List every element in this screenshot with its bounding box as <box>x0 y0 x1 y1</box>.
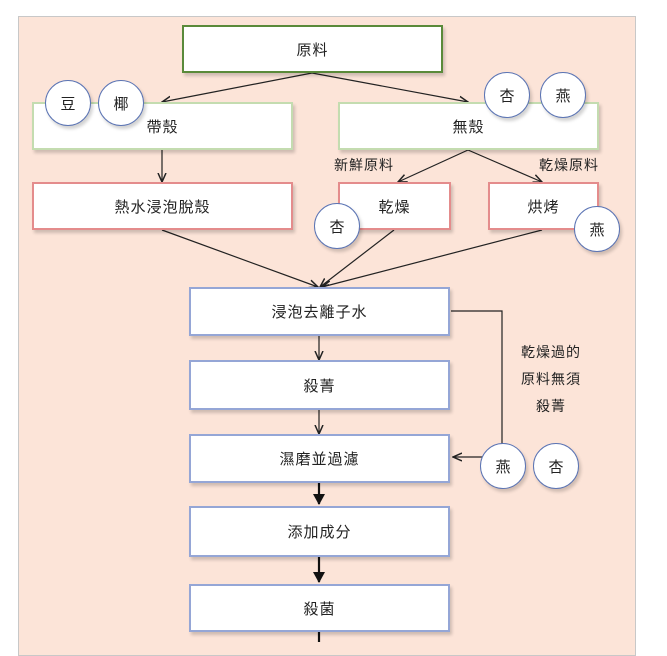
connector-layer <box>0 72 667 642</box>
circle-almond-grind: 杏 <box>533 443 579 489</box>
edge-bypass-to-wet-grind <box>451 310 503 457</box>
circle-bean: 豆 <box>45 80 91 126</box>
bypass-note-line-3: 殺菁 <box>536 399 566 415</box>
node-soak-deionized-water: 浸泡去離子水 <box>189 287 450 336</box>
edge-no-shell-to-dried <box>398 149 469 182</box>
node-raw-material: 原料 <box>182 25 443 73</box>
node-wet-grind-filter: 濕磨並過濾 <box>189 434 450 483</box>
circle-oat-no-shell: 燕 <box>540 72 586 118</box>
edge-label-dried-raw: 乾燥原料 <box>539 158 599 174</box>
edge-roasted-to-soak-di <box>322 229 543 287</box>
edge-dried-to-soak-di <box>320 229 395 287</box>
node-sterilize: 殺菌 <box>189 584 450 632</box>
edge-label-fresh: 新鮮原料 <box>334 158 394 174</box>
bypass-note: 乾燥過的 原料無須 殺菁 <box>499 340 603 421</box>
circle-oat-roasted: 燕 <box>574 206 620 252</box>
edge-raw-to-with-shell <box>162 72 313 102</box>
circle-coconut: 椰 <box>98 80 144 126</box>
node-with-shell: 帶殼 <box>32 102 293 150</box>
bypass-note-line-1: 乾燥過的 <box>521 345 581 361</box>
bypass-note-line-2: 原料無須 <box>521 372 581 388</box>
circle-almond-dried: 杏 <box>314 203 360 249</box>
node-add-ingredients: 添加成分 <box>189 506 450 557</box>
edge-raw-to-no-shell <box>311 72 468 102</box>
edge-hot-soak-to-soak-di <box>161 229 318 287</box>
node-hot-water-soak: 熱水浸泡脫殼 <box>32 182 293 230</box>
circle-almond-no-shell: 杏 <box>484 72 530 118</box>
node-kill-green: 殺菁 <box>189 360 450 410</box>
circle-oat-grind: 燕 <box>480 443 526 489</box>
edge-no-shell-to-roasted <box>467 149 542 182</box>
